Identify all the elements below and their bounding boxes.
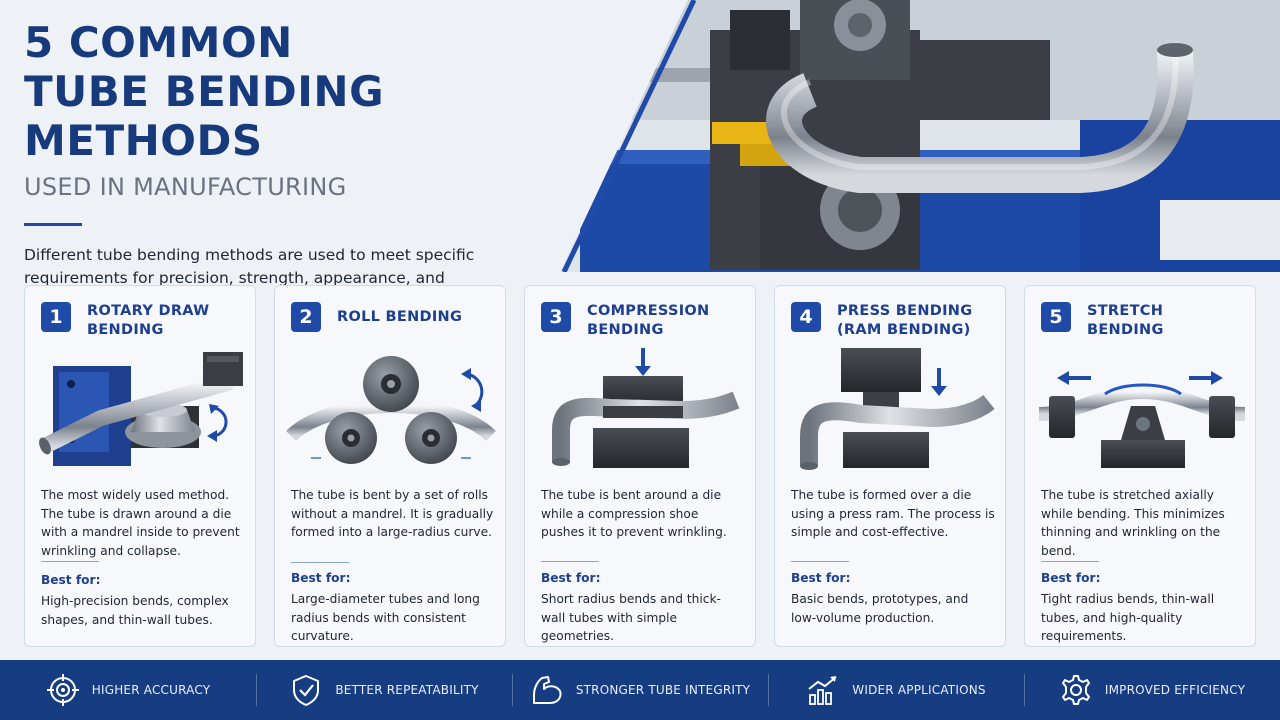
header: 5 COMMON TUBE BENDING METHODS USED IN MA… [24,18,624,313]
best-for-label: Best for: [541,571,601,585]
method-card-stretch: 5 STRETCH BENDING The tube is stretched … [1024,285,1256,647]
best-for-label: Best for: [291,571,351,585]
hero-machine-image [560,0,1280,272]
card-header: 5 STRETCH BENDING [1041,302,1237,340]
card-header: 3 COMPRESSION BENDING [541,302,737,340]
benefit-label: BETTER REPEATABILITY [335,683,479,697]
benefits-bar: HIGHER ACCURACY BETTER REPEATABILITY STR… [0,660,1280,720]
diagonal-divider [540,0,697,272]
section-divider [791,561,849,562]
method-card-roll-bending: 2 ROLL BENDING The tube is bent by a set… [274,285,506,647]
method-number-badge: 1 [41,302,71,332]
method-title: PRESS BENDING (RAM BENDING) [837,303,973,338]
best-for-text: Short radius bends and thick-wall tubes … [541,592,721,643]
card-header: 2 ROLL BENDING [291,302,487,332]
method-number-badge: 5 [1041,302,1071,332]
method-number-badge: 4 [791,302,821,332]
page-title: 5 COMMON TUBE BENDING METHODS [24,18,624,165]
benefit-higher-accuracy: HIGHER ACCURACY [0,672,256,708]
best-for-text: Basic bends, prototypes, and low-volume … [791,592,969,625]
method-card-rotary-draw: 1 ROTARY DRAW BENDING The most widely us… [24,285,256,647]
section-divider [1041,561,1099,562]
section-divider [291,562,349,563]
method-description: The tube is bent by a set of rolls witho… [291,488,494,539]
section-divider [541,561,599,562]
best-for-label: Best for: [41,573,101,587]
method-description: The tube is bent around a die while a co… [541,488,727,539]
benefit-stronger-integrity: STRONGER TUBE INTEGRITY [512,672,768,708]
method-description: The tube is formed over a die using a pr… [791,488,995,539]
method-title: COMPRESSION BENDING [587,303,710,338]
methods-grid: 1 ROTARY DRAW BENDING The most widely us… [24,285,1256,647]
method-title: ROTARY DRAW BENDING [87,303,210,338]
card-header: 1 ROTARY DRAW BENDING [41,302,237,340]
method-number-badge: 3 [541,302,571,332]
benefit-label: HIGHER ACCURACY [91,683,211,697]
roll-bending-illustration [286,356,496,464]
best-for-label: Best for: [791,571,851,585]
rotary-draw-illustration [39,352,243,466]
best-for-text: Large-diameter tubes and long radius ben… [291,592,480,643]
muscle-arm-icon [532,676,562,704]
best-for-text: High-precision bends, complex shapes, an… [41,594,229,627]
best-for-label: Best for: [1041,571,1101,585]
title-line-1: 5 COMMON [24,18,293,67]
benefit-label: STRONGER TUBE INTEGRITY [575,683,751,697]
benefit-improved-efficiency: IMPROVED EFFICIENCY [1024,672,1280,708]
method-number-badge: 2 [291,302,321,332]
benefit-better-repeatability: BETTER REPEATABILITY [256,672,512,708]
method-card-press-ram: 4 PRESS BENDING (RAM BENDING) The tube i… [774,285,1006,647]
gear-icon [1061,675,1090,705]
page-subtitle: USED IN MANUFACTURING [24,173,347,201]
best-for-text: Tight radius bends, thin-wall tubes, and… [1041,592,1215,643]
benefit-label: IMPROVED EFFICIENCY [1104,683,1246,697]
title-line-2: TUBE BENDING METHODS [24,67,385,165]
shield-check-icon [293,674,320,707]
target-icon [46,674,79,706]
press-ram-illustration [800,348,995,470]
accent-divider [24,223,82,226]
growth-chart-icon [808,676,837,705]
method-description: The most widely used method. The tube is… [41,488,240,558]
method-description: The tube is stretched axially while bend… [1041,488,1225,558]
method-title: STRETCH BENDING [1087,303,1164,338]
section-divider [41,561,99,562]
stretch-bending-illustration [1038,371,1246,468]
method-title: ROLL BENDING [337,309,463,325]
benefit-label: WIDER APPLICATIONS [852,683,986,697]
compression-illustration [552,348,740,468]
benefit-wider-applications: WIDER APPLICATIONS [768,672,1024,708]
card-header: 4 PRESS BENDING (RAM BENDING) [791,302,987,340]
method-card-compression: 3 COMPRESSION BENDING The tube is bent a… [524,285,756,647]
